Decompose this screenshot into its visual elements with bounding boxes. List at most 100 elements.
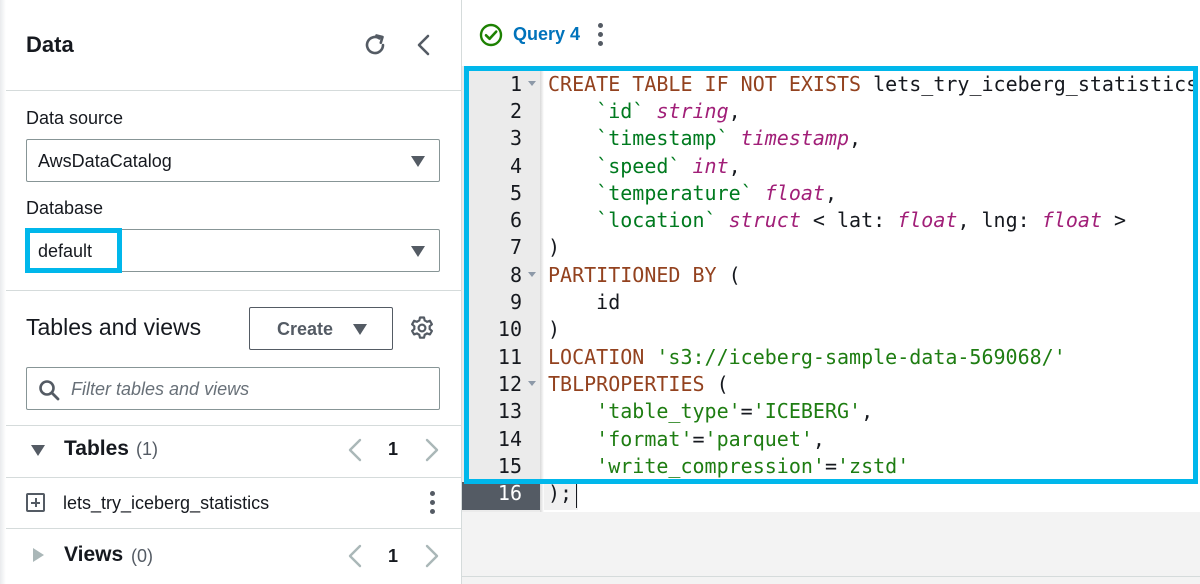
line-number: 1: [509, 72, 522, 96]
editor-content[interactable]: [544, 66, 1200, 584]
panel-divider: [6, 90, 462, 91]
panel-edge-shadow: [0, 0, 6, 584]
chevron-left-icon[interactable]: [411, 32, 437, 58]
punct: ,: [728, 99, 741, 123]
panel-divider: [6, 477, 462, 478]
code-line[interactable]: CREATE TABLE IF NOT EXISTS lets_try_iceb…: [548, 72, 1200, 96]
create-button[interactable]: Create: [249, 307, 393, 350]
punct: ,: [728, 154, 741, 178]
punct: ,: [849, 126, 862, 150]
column-name: `location`: [596, 208, 717, 232]
tables-section-title[interactable]: Tables: [64, 437, 129, 460]
chevron-right-icon[interactable]: [424, 543, 440, 569]
code-line[interactable]: 'table_type'='ICEBERG',: [548, 399, 873, 423]
caret-down-icon: [411, 156, 425, 167]
chevron-left-icon[interactable]: [347, 543, 363, 569]
fold-caret-icon[interactable]: [528, 381, 536, 386]
string-literal: 's3://iceberg-sample-data-569068/': [644, 345, 1066, 369]
punct: (: [716, 263, 741, 287]
tables-and-views-title: Tables and views: [26, 314, 202, 340]
panel-title: Data: [26, 32, 74, 57]
line-number: 2: [509, 99, 522, 123]
string-literal: 'format': [596, 427, 693, 451]
refresh-icon[interactable]: [362, 32, 388, 58]
punct: ,: [861, 399, 874, 423]
code-line[interactable]: id: [548, 290, 620, 314]
caret-down-icon[interactable]: [31, 445, 45, 456]
table-list-item[interactable]: lets_try_iceberg_statistics: [63, 493, 270, 513]
column-type: float: [1041, 208, 1102, 232]
editor-empty-area[interactable]: [462, 512, 1200, 584]
code-line[interactable]: PARTITIONED BY (: [548, 263, 741, 287]
string-literal: 'ICEBERG': [752, 399, 862, 423]
column-type: float: [764, 181, 825, 205]
query-tab[interactable]: Query 4: [513, 24, 581, 44]
code-line[interactable]: LOCATION 's3://iceberg-sample-data-56906…: [548, 345, 1066, 369]
code-line[interactable]: 'write_compression'='zstd': [548, 454, 909, 478]
database-highlight-box: [25, 228, 122, 273]
panel-divider: [6, 290, 462, 291]
code-line[interactable]: ): [548, 235, 561, 259]
editor-highlight-box: [464, 66, 1198, 484]
database-select[interactable]: default: [26, 229, 440, 272]
code-line[interactable]: `timestamp` timestamp,: [548, 126, 861, 150]
sql-keyword: LOCATION: [548, 345, 645, 369]
code-line[interactable]: TBLPROPERTIES (: [548, 372, 729, 396]
column-name: `timestamp`: [596, 126, 729, 150]
line-number: 8: [509, 263, 522, 287]
views-section-title[interactable]: Views: [64, 543, 124, 566]
line-number: 13: [497, 399, 522, 423]
column-type: int: [692, 154, 729, 178]
code-line[interactable]: `id` string,: [548, 99, 741, 123]
sql-keyword: TBLPROPERTIES: [548, 372, 705, 396]
data-source-select[interactable]: AwsDataCatalog: [26, 139, 440, 182]
line-number: 7: [509, 235, 522, 259]
panel-divider: [6, 425, 462, 426]
gear-icon[interactable]: [409, 315, 435, 341]
filter-tables-input[interactable]: [71, 376, 431, 402]
sql-keyword: PARTITIONED BY: [548, 263, 717, 287]
database-value: default: [38, 241, 93, 261]
active-line-highlight: [544, 482, 578, 510]
gutter-shadow: [540, 66, 544, 584]
query-tab-menu-icon[interactable]: [598, 23, 604, 49]
active-line-gutter: [462, 482, 540, 510]
plus-square-icon[interactable]: [26, 493, 45, 512]
data-panel: Data Data source AwsDataCatalog Database…: [0, 0, 462, 584]
caret-right-icon[interactable]: [33, 548, 44, 562]
line-number: 10: [497, 317, 522, 341]
fold-caret-icon[interactable]: [528, 272, 536, 277]
code-line[interactable]: `temperature` float,: [548, 181, 837, 205]
string-literal: 'parquet': [704, 427, 813, 451]
punct: ,: [824, 181, 838, 205]
column-name: `temperature`: [596, 181, 753, 205]
line-number: 4: [509, 154, 522, 178]
code-line-active[interactable]: );: [548, 481, 573, 505]
code-line[interactable]: ): [548, 317, 561, 341]
line-number: 15: [497, 454, 522, 478]
line-number: 6: [509, 208, 522, 232]
more-actions-icon[interactable]: [430, 491, 436, 517]
sql-keyword: CREATE TABLE IF NOT EXISTS: [548, 72, 862, 96]
line-number: 9: [509, 290, 522, 314]
tables-page-number: 1: [388, 439, 399, 459]
caret-down-icon: [411, 246, 425, 257]
string-literal: 'zstd': [837, 454, 910, 478]
panel-divider: [6, 528, 462, 529]
table-name: lets_try_iceberg_statistics (: [861, 72, 1200, 96]
column-type: struct: [728, 208, 801, 232]
punct: =: [740, 399, 753, 423]
column-type: timestamp: [740, 126, 850, 150]
fold-caret-icon[interactable]: [528, 81, 536, 86]
chevron-right-icon[interactable]: [424, 437, 440, 463]
code-line[interactable]: 'format'='parquet',: [548, 427, 825, 451]
string-literal: 'table_type': [596, 399, 741, 423]
code-line[interactable]: `speed` int,: [548, 154, 741, 178]
views-page-number: 1: [388, 546, 399, 566]
line-number: 5: [509, 181, 522, 205]
chevron-left-icon[interactable]: [347, 437, 363, 463]
editor-bottom-border: [462, 576, 1200, 577]
code-line[interactable]: `location` struct < lat: float, lng: flo…: [548, 208, 1126, 232]
create-button-label: Create: [277, 319, 334, 339]
filter-tables-input-box[interactable]: [26, 367, 440, 410]
